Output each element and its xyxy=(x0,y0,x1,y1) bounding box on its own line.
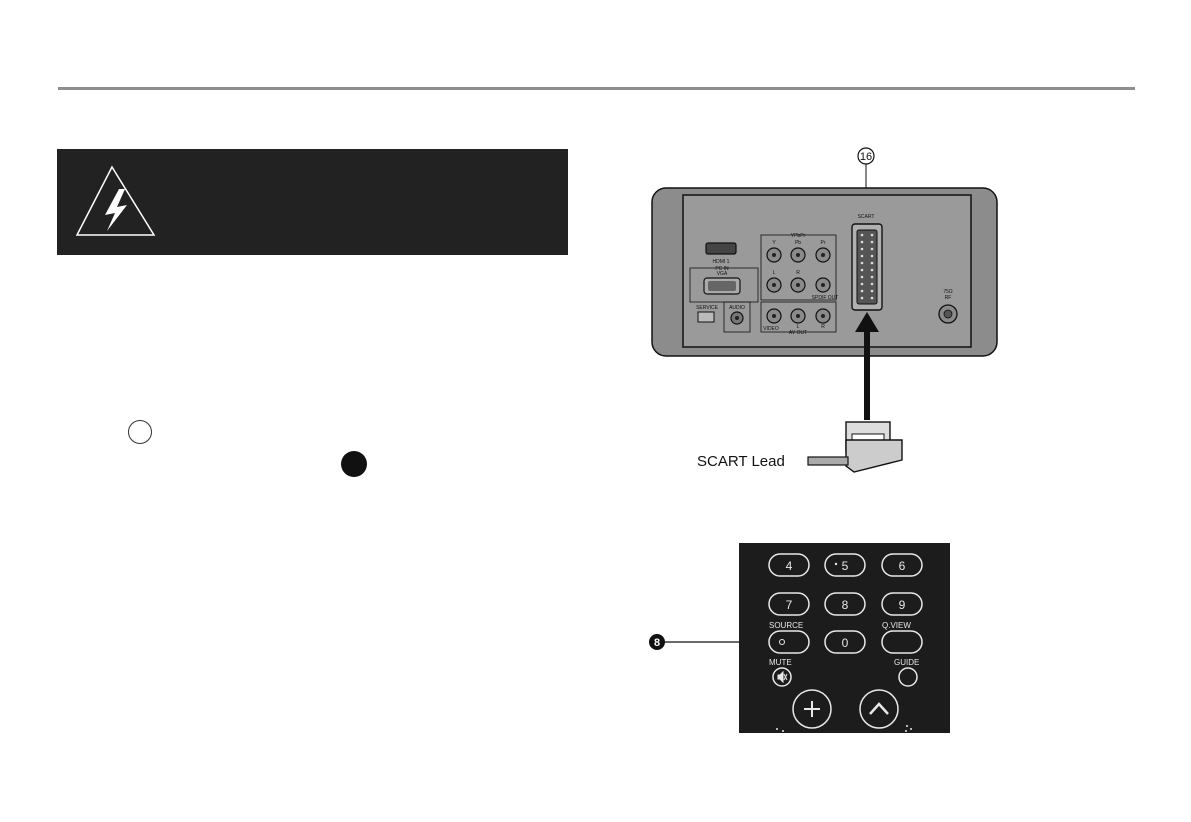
qview-key xyxy=(881,630,923,654)
mute-label: MUTE xyxy=(769,658,792,667)
pc-in-label: PC IN xyxy=(715,266,729,272)
av-r-label: R xyxy=(821,324,825,330)
warning-box xyxy=(57,149,568,255)
key-4-label: 4 xyxy=(786,559,793,573)
pb-label: Pb xyxy=(795,240,801,246)
key-4 xyxy=(768,553,810,577)
remote-control: 4 5 6 7 8 9 0 SOURCE Q.VIEW MUTE GUIDE xyxy=(739,543,950,733)
key-7 xyxy=(768,592,810,616)
mute-key xyxy=(772,667,792,687)
key-8-label: 8 xyxy=(842,598,849,612)
key-0 xyxy=(824,630,866,654)
filled-circle-symbol xyxy=(341,451,367,477)
pr-label: Pr xyxy=(821,240,826,246)
callout-number: 16 xyxy=(860,151,872,163)
guide-label: GUIDE xyxy=(894,658,919,667)
hdmi-port xyxy=(705,242,737,255)
remote-callout-number: 8 xyxy=(654,637,660,649)
spdif-label: SPDIF OUT xyxy=(812,295,839,301)
service-port xyxy=(697,311,715,323)
key-9 xyxy=(881,592,923,616)
channel-up-key xyxy=(859,689,899,729)
hollow-circle-symbol xyxy=(128,420,152,444)
l-label: L xyxy=(773,270,776,276)
scart-connector xyxy=(851,223,883,311)
key-9-label: 9 xyxy=(899,598,906,612)
key-0-label: 0 xyxy=(842,636,849,650)
y-label: Y xyxy=(772,240,776,246)
callout-circle-filled xyxy=(649,634,665,650)
chevron-up-icon xyxy=(869,702,889,715)
vga-label: VGA xyxy=(717,271,728,277)
rf-label: RF xyxy=(945,295,952,301)
key-5 xyxy=(824,553,866,577)
rf-ohm-label: 75Ω xyxy=(943,289,953,295)
key-8 xyxy=(824,592,866,616)
high-voltage-icon xyxy=(75,165,156,236)
ypbpr-label: YPbPr xyxy=(791,233,806,239)
service-label: SERVICE xyxy=(696,305,719,311)
plus-icon xyxy=(804,701,820,717)
source-label: SOURCE xyxy=(769,621,803,630)
r-label: R xyxy=(796,270,800,276)
mute-icon xyxy=(777,670,788,684)
scart-lead-plug xyxy=(807,421,903,473)
source-key xyxy=(768,630,810,654)
audio-label: AUDIO xyxy=(729,305,745,311)
av-out-label: AV OUT xyxy=(789,330,807,336)
scart-label: SCART xyxy=(858,214,875,220)
qview-label: Q.VIEW xyxy=(882,621,911,630)
video-label: VIDEO xyxy=(763,326,779,332)
key-6 xyxy=(881,553,923,577)
tv-rear-panel-diagram: 16 SCART HDMI 1 PC IN VGA SERVICE xyxy=(651,147,998,473)
volume-up-key xyxy=(792,689,832,729)
scart-lead-label: SCART Lead xyxy=(697,453,785,470)
guide-key xyxy=(898,667,918,687)
hdmi-label: HDMI 1 xyxy=(713,259,730,265)
header-rule xyxy=(58,87,1135,90)
key-5-label: 5 xyxy=(842,559,849,573)
key-7-label: 7 xyxy=(786,598,793,612)
av-l-label: L xyxy=(797,324,800,330)
key-6-label: 6 xyxy=(899,559,906,573)
